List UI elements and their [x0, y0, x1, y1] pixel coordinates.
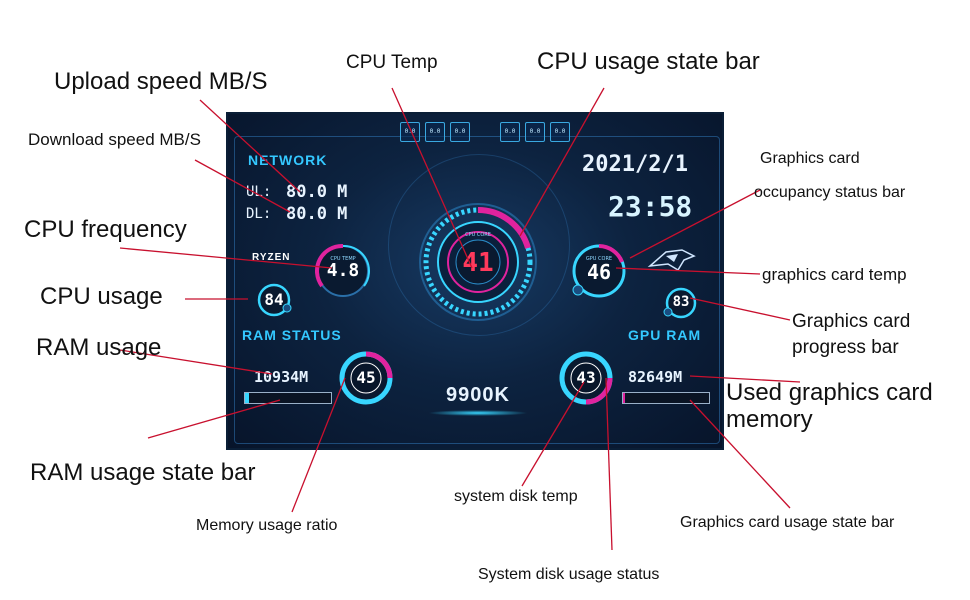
callout-upload-speed: Upload speed MB/S	[54, 68, 268, 95]
gpu-usage-value: 83	[672, 294, 690, 310]
callout-download-speed: Download speed MB/S	[28, 130, 201, 149]
callout-cpu-frequency: CPU frequency	[24, 216, 187, 243]
callout-system-disk-usage-status: System disk usage status	[478, 566, 660, 583]
gpu-ram-label: GPU RAM	[628, 327, 702, 343]
system-disk-temp-value: 43	[576, 368, 596, 387]
gpu-usage-fill	[623, 393, 625, 403]
ram-usage-fill	[245, 393, 250, 403]
callout-gpu-occupancy-line1: Graphics card	[760, 150, 860, 167]
top-widget: 0.0	[550, 122, 570, 142]
center-halo	[388, 154, 570, 336]
cpu-brand-logo: RYZEN	[252, 252, 291, 263]
download-speed-value: 80.0 M	[286, 204, 348, 224]
cpu-model-label: 9900K	[446, 384, 510, 406]
dl-label: DL:	[246, 206, 272, 222]
cpu-model-glow	[428, 410, 528, 416]
cpu-usage-gauge	[257, 283, 292, 317]
date-display: 2021/2/1	[582, 152, 688, 177]
callout-memory-usage-ratio: Memory usage ratio	[196, 517, 338, 534]
gpu-usage-state-bar	[622, 392, 710, 404]
top-widget: 0.0	[450, 122, 470, 142]
rog-logo-icon	[647, 249, 696, 272]
callout-ram-usage: RAM usage	[36, 334, 162, 361]
ram-usage-state-bar	[244, 392, 332, 404]
callout-system-disk-temp: system disk temp	[454, 488, 578, 505]
gpu-temp-value: 46	[586, 260, 612, 284]
top-widget: 0.0	[500, 122, 520, 142]
cpu-temp-value: 41	[462, 248, 494, 278]
memory-ratio-value: 45	[356, 368, 376, 387]
callout-gpu-usage-state-bar: Graphics card usage state bar	[680, 514, 895, 531]
svg-text:CPU CORE: CPU CORE	[465, 232, 491, 238]
top-status-widgets: 0.0 0.0 0.0 0.0 0.0 0.0	[400, 122, 570, 142]
upload-speed-value: 80.0 M	[286, 182, 348, 202]
callout-used-gpu-memory-line1: Used graphics card	[726, 379, 933, 406]
gpu-usage-gauge	[663, 287, 697, 319]
panel-frame	[234, 136, 720, 444]
time-display: 23:58	[608, 190, 693, 223]
callout-cpu-usage: CPU usage	[40, 283, 163, 310]
network-label: NETWORK	[248, 152, 328, 168]
callout-cpu-usage-state-bar: CPU usage state bar	[537, 48, 760, 75]
ram-status-label: RAM STATUS	[242, 327, 342, 343]
gpu-ram-used-value: 82649M	[628, 368, 683, 386]
callout-ram-usage-state-bar: RAM usage state bar	[30, 459, 256, 486]
svg-text:GPU CORE: GPU CORE	[586, 256, 612, 262]
callout-gpu-progress-line1: Graphics card	[792, 311, 911, 332]
top-widget: 0.0	[400, 122, 420, 142]
cpu-frequency-value: 4.8	[326, 260, 360, 281]
top-widget: 0.0	[425, 122, 445, 142]
callout-gpu-occupancy-line2: occupancy status bar	[754, 184, 906, 201]
top-widget: 0.0	[525, 122, 545, 142]
callout-graphics-card-temp: graphics card temp	[762, 265, 907, 284]
svg-text:CPU TEMP: CPU TEMP	[330, 256, 355, 262]
cpu-usage-value: 84	[264, 290, 284, 309]
memory-ratio-gauge	[339, 351, 393, 405]
monitor-panel: 0.0 0.0 0.0 0.0 0.0 0.0 NETWORK UL: 80.0…	[226, 112, 724, 450]
ram-used-value: 10934M	[254, 368, 309, 386]
callout-used-gpu-memory-line2: memory	[726, 406, 813, 433]
ul-label: UL:	[246, 184, 272, 200]
callout-cpu-temp: CPU Temp	[346, 52, 438, 73]
callout-gpu-progress-line2: progress bar	[792, 337, 899, 358]
